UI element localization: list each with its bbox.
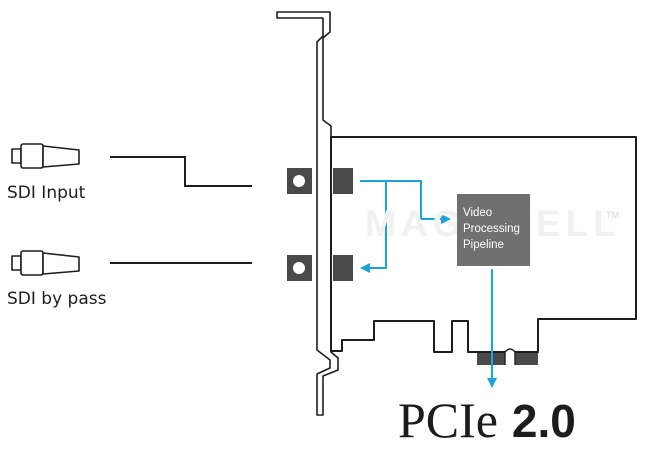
bnc-connector-bottom bbox=[287, 255, 353, 281]
pcie-edge-connector bbox=[515, 353, 538, 365]
flow-arrow-to-pipeline bbox=[360, 180, 451, 224]
pcie-version: 2.0 bbox=[511, 395, 576, 447]
pcie-key-notch bbox=[504, 348, 516, 365]
pipeline-label-line3: Pipeline bbox=[463, 239, 504, 251]
sdi-input-line bbox=[110, 156, 252, 187]
flow-arrow-bypass bbox=[360, 181, 387, 273]
watermark-trademark: TM bbox=[606, 210, 619, 220]
bnc-cable-icon bbox=[11, 250, 80, 276]
sdi-input-label: SDI Input bbox=[7, 183, 86, 203]
pcie-version-label: PCIe 2.0 bbox=[398, 392, 576, 449]
pipeline-label-line2: Processing bbox=[463, 223, 520, 235]
pipeline-label-line1: Video bbox=[463, 207, 493, 219]
sdi-bypass-label: SDI by pass bbox=[7, 289, 107, 309]
video-processing-pipeline-box: Video Processing Pipeline bbox=[457, 194, 530, 266]
pcie-name: PCIe bbox=[398, 392, 498, 448]
bnc-connector-top bbox=[287, 168, 353, 194]
mounting-bracket bbox=[276, 11, 339, 416]
bnc-cable-icon bbox=[11, 143, 80, 169]
